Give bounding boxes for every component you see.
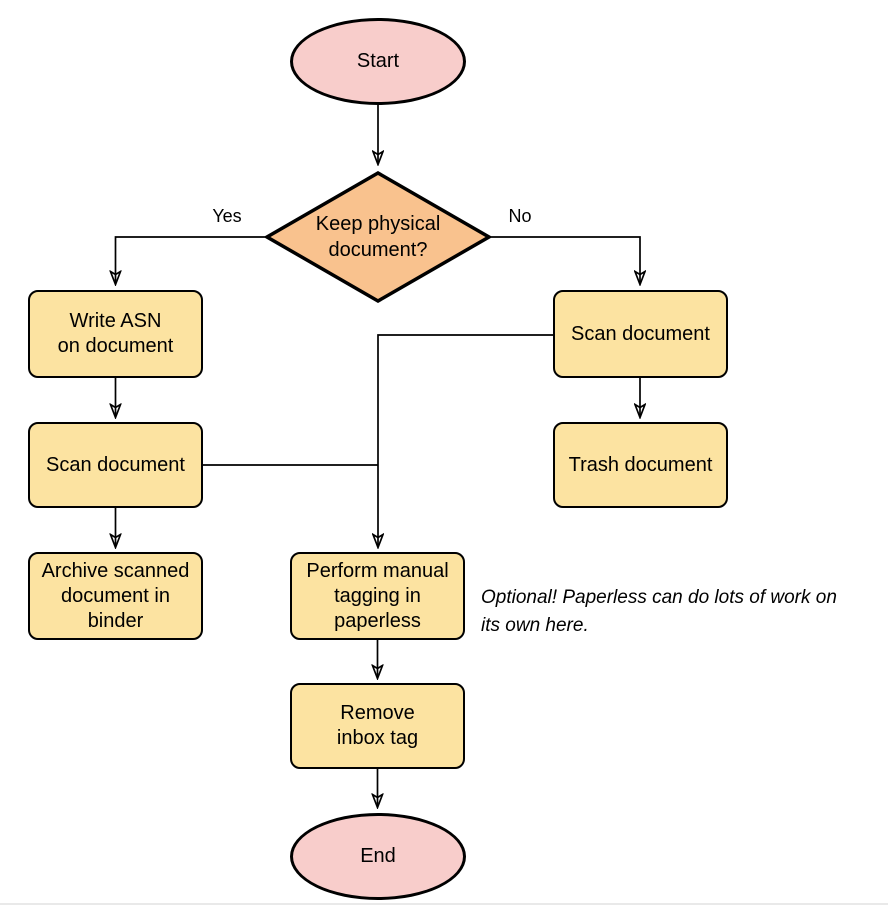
decision-diamond-shape [265,171,491,303]
node-write-asn-label: Write ASN on document [57,310,174,357]
node-remove-inbox-tag: Remove inbox tag [290,683,465,769]
bottom-divider [0,903,888,905]
node-manual-tagging: Perform manual tagging in paperless [290,552,465,640]
node-start-label: Start [356,50,400,72]
node-write-asn: Write ASN on document [28,290,203,378]
node-scan-document-right: Scan document [553,290,728,378]
node-start: Start [290,18,466,105]
node-remove-inbox-tag-label: Remove inbox tag [336,702,419,749]
node-archive-binder-label: Archive scanned document in binder [41,559,190,632]
edge-label-no: No [508,206,532,226]
node-scan-document-right-label: Scan document [571,322,710,345]
edge-label-yes: Yes [212,206,242,226]
node-archive-binder: Archive scanned document in binder [28,552,203,640]
node-trash-document: Trash document [553,422,728,508]
node-end: End [290,813,466,900]
node-decision-label: Keep physical document? [315,213,441,261]
node-manual-tagging-label: Perform manual tagging in paperless [306,559,449,632]
node-scan-document-left: Scan document [28,422,203,508]
node-decision-keep-physical: Keep physical document? [265,171,491,303]
node-trash-document-label: Trash document [568,453,713,476]
node-end-label: End [360,845,396,867]
node-scan-document-left-label: Scan document [46,453,185,476]
annotation-optional-note: Optional! Paperless can do lots of work … [481,587,837,636]
edge-decision-no [491,236,640,284]
edge-decision-yes [116,236,265,284]
edge-scanright-tagging [378,334,553,547]
